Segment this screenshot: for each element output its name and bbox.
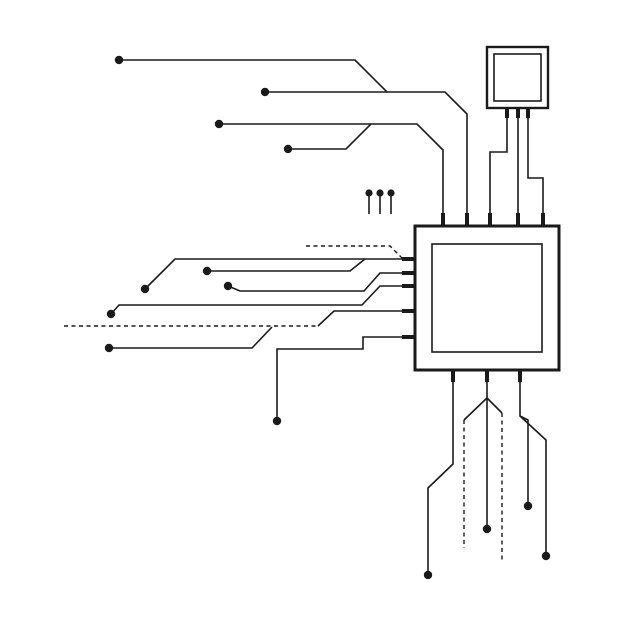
main-chip-die	[431, 243, 543, 353]
main-chip-bottom-pin-2	[485, 370, 489, 382]
trace-small-chip-3	[527, 118, 544, 213]
left-traces	[64, 245, 405, 426]
pad-top-1	[114, 55, 124, 65]
trace-left-6	[109, 326, 273, 349]
main-chip-top-pin-4	[516, 213, 520, 225]
terminal-pad-2	[376, 189, 384, 197]
main-chip-bottom-pin-3	[518, 370, 522, 382]
trace-bottom-2	[463, 380, 488, 421]
trace-top-3	[219, 123, 444, 213]
pad-left-3	[223, 281, 233, 291]
main-chip-left-pin-2	[402, 271, 415, 275]
bottom-traces	[423, 380, 551, 580]
trace-top-1	[119, 59, 468, 213]
small-chip-die	[493, 53, 542, 102]
main-chip-left-pin-1	[402, 257, 415, 261]
top-left-traces	[114, 55, 468, 213]
pad-bottom-3	[482, 524, 492, 534]
pad-bottom-5	[523, 501, 533, 511]
trace-left-1	[144, 258, 404, 290]
trace-left-5	[317, 310, 404, 327]
main-chip-top-pin-2	[465, 213, 469, 225]
pad-top-4	[283, 144, 293, 154]
main-chip-top-pin-5	[541, 213, 545, 225]
pad-left-1	[140, 284, 150, 294]
terminal-pad-icon	[365, 189, 395, 214]
trace-left-2	[207, 258, 366, 272]
main-chip-bottom-pin-1	[451, 370, 455, 382]
pad-left-6	[104, 343, 114, 353]
trace-top-4	[288, 123, 372, 150]
trace-left-4	[110, 285, 404, 315]
trace-left-3	[227, 272, 404, 292]
trace-small-chip-1	[489, 118, 508, 213]
trace-left-7	[276, 336, 404, 421]
pad-top-3	[214, 119, 224, 129]
pad-bottom-6	[541, 551, 551, 561]
trace-bottom-6	[519, 415, 547, 555]
main-chip-left-pin-5	[402, 335, 415, 339]
trace-bottom-5	[519, 380, 529, 506]
pad-top-2	[260, 87, 270, 97]
pad-left-4	[106, 309, 116, 319]
pad-left-2	[202, 266, 212, 276]
main-chip-left-pin-4	[402, 309, 415, 313]
main-chip-top-pin-1	[441, 213, 445, 225]
dashed-left-top	[306, 245, 405, 261]
small-chip-pin-3	[526, 109, 530, 118]
terminal-pad-3	[387, 189, 395, 197]
microchip-icon	[402, 213, 561, 382]
small-chip-icon	[485, 45, 550, 213]
main-chip-top-pin-3	[488, 213, 492, 225]
small-chip-pin-2	[516, 109, 520, 118]
small-chip-pin-1	[505, 109, 509, 118]
pad-bottom-1	[423, 570, 433, 580]
main-chip-left-pin-3	[402, 284, 415, 288]
trace-bottom-1	[427, 380, 454, 574]
trace-bottom-4	[486, 397, 503, 414]
terminal-pad-1	[365, 189, 373, 197]
pad-left-7	[272, 416, 282, 426]
